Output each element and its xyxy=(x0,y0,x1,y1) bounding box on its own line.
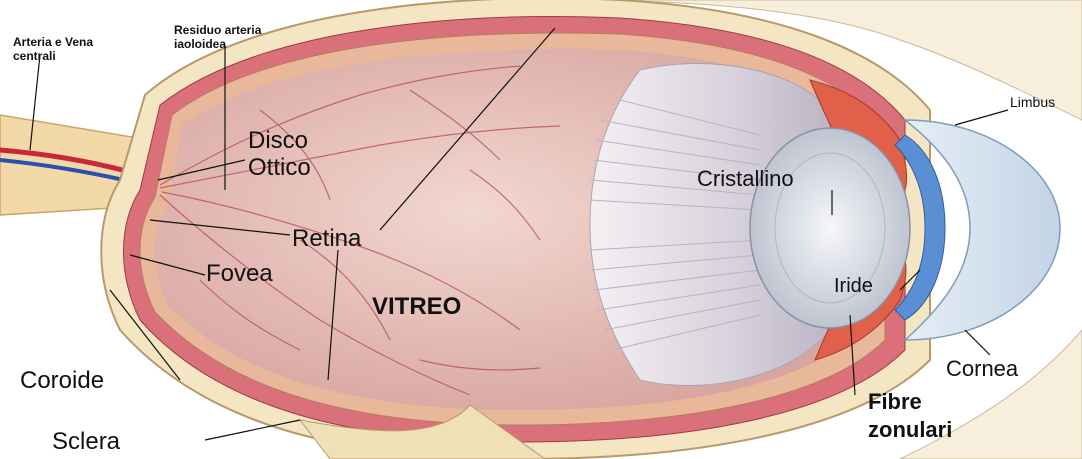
label-sclera: Sclera xyxy=(52,428,121,455)
lens xyxy=(750,128,910,328)
label-retina: Retina xyxy=(292,225,362,252)
label-cristallino: Cristallino xyxy=(697,166,794,191)
label-disco-2: Ottico xyxy=(248,154,311,181)
label-fibre-1: Fibre xyxy=(868,389,922,414)
label-cornea: Cornea xyxy=(946,356,1019,381)
label-coroide: Coroide xyxy=(20,367,104,394)
label-arteria-vena-2: centrali xyxy=(13,49,56,63)
label-vitreo: VITREO xyxy=(372,293,461,320)
label-iride: Iride xyxy=(834,275,873,297)
label-arteria-vena-1: Arteria e Vena xyxy=(13,35,93,49)
label-limbus: Limbus xyxy=(1010,94,1055,110)
label-residuo-2: iaoloidea xyxy=(174,37,226,51)
label-fibre-2: zonulari xyxy=(868,417,952,442)
label-residuo-1: Residuo arteria xyxy=(174,23,262,37)
label-fovea: Fovea xyxy=(206,260,273,287)
label-disco-1: Disco xyxy=(248,127,308,154)
